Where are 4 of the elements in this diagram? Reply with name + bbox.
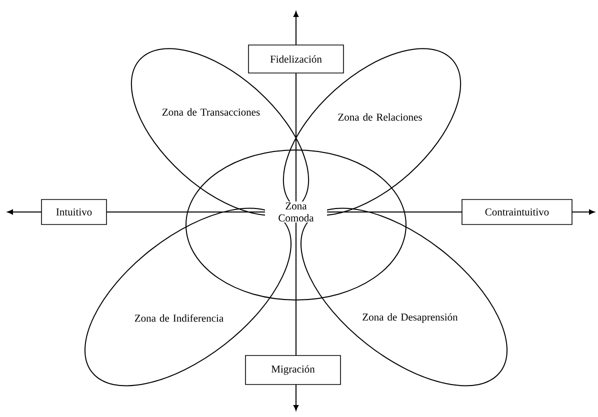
label-box: Intuitivo: [41, 199, 107, 225]
label-box: Fidelización: [248, 44, 344, 74]
label-box: Migración: [245, 355, 341, 385]
label-box: Contraintuitivo: [462, 199, 572, 225]
